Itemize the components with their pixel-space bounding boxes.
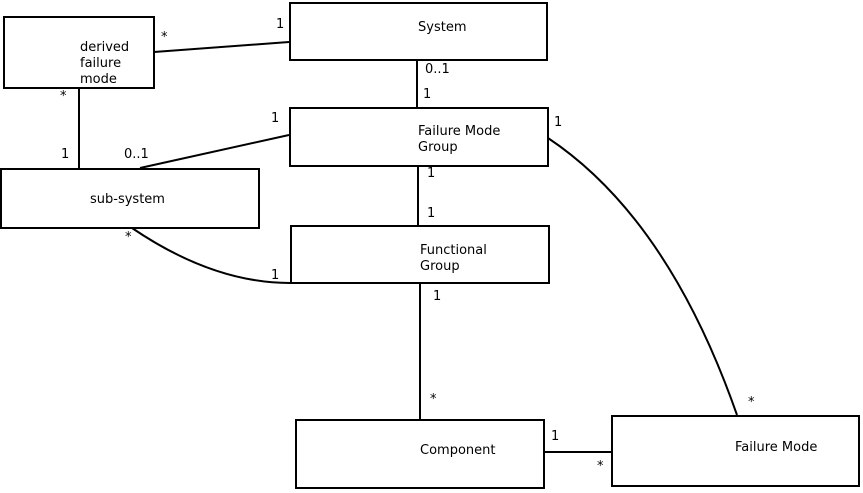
edge-derived-failure-mode-system (153, 41, 290, 53)
node-derived-failure-mode-label: derived failure mode (80, 40, 130, 87)
node-component-label: Component (420, 443, 496, 458)
node-functional-group: Functional Group (290, 225, 550, 284)
multiplicity-fmg-fg-one-top: 1 (427, 166, 436, 181)
multiplicity-component-fm-one: 1 (551, 429, 560, 444)
node-sub-system-label: sub-system (90, 192, 165, 207)
node-system: System (289, 2, 548, 61)
multiplicity-system-fmg-zeroone: 0..1 (425, 62, 450, 77)
node-sub-system: sub-system (0, 168, 260, 229)
multiplicity-subsystem-fg-one: 1 (271, 268, 280, 283)
multiplicity-dfm-subsystem-one: 1 (61, 147, 70, 162)
edge-sub-system-functional-group (131, 227, 291, 284)
edge-failure-mode-group-failure-mode (547, 137, 738, 416)
multiplicity-fmg-fm-one: 1 (554, 115, 563, 130)
node-failure-mode: Failure Mode (611, 415, 860, 487)
edge-sub-system-failure-mode-group (139, 134, 290, 169)
multiplicity-fmg-fm-star: * (748, 395, 755, 410)
multiplicity-dfm-system-one: 1 (276, 17, 285, 32)
multiplicity-subsystem-fg-star: * (125, 230, 132, 245)
multiplicity-subsystem-fmg-one: 1 (271, 111, 280, 126)
multiplicity-fg-component-one: 1 (433, 289, 442, 304)
multiplicity-component-fm-star: * (597, 459, 604, 474)
multiplicity-dfm-system-star: * (161, 30, 168, 45)
node-derived-failure-mode: derived failure mode (3, 16, 155, 89)
multiplicity-subsystem-fmg-zeroone: 0..1 (124, 147, 149, 162)
multiplicity-system-fmg-one: 1 (423, 87, 432, 102)
multiplicity-dfm-subsystem-star: * (60, 89, 67, 104)
node-functional-group-label: Functional Group (420, 243, 487, 274)
multiplicity-fg-component-star: * (430, 392, 437, 407)
node-failure-mode-label: Failure Mode (735, 440, 818, 455)
node-failure-mode-group: Failure Mode Group (289, 107, 549, 167)
node-component: Component (295, 419, 545, 489)
node-system-label: System (418, 20, 467, 35)
multiplicity-fmg-fg-one-bottom: 1 (427, 206, 436, 221)
node-failure-mode-group-label: Failure Mode Group (418, 124, 501, 155)
